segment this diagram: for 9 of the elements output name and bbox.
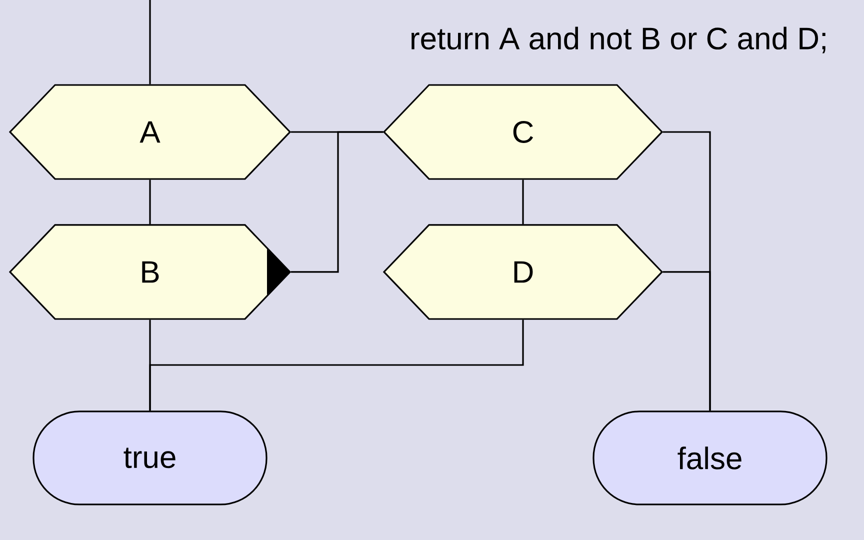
result-terminal: true <box>32 410 268 506</box>
code-text: return A and not B or C and D; <box>412 26 826 54</box>
result-terminal: false <box>592 410 828 506</box>
connector-line <box>149 180 151 224</box>
connector-line <box>522 180 524 224</box>
connector-line <box>662 271 711 411</box>
connector-line <box>149 0 151 84</box>
connector-line <box>290 131 384 273</box>
connector-line <box>149 320 524 411</box>
